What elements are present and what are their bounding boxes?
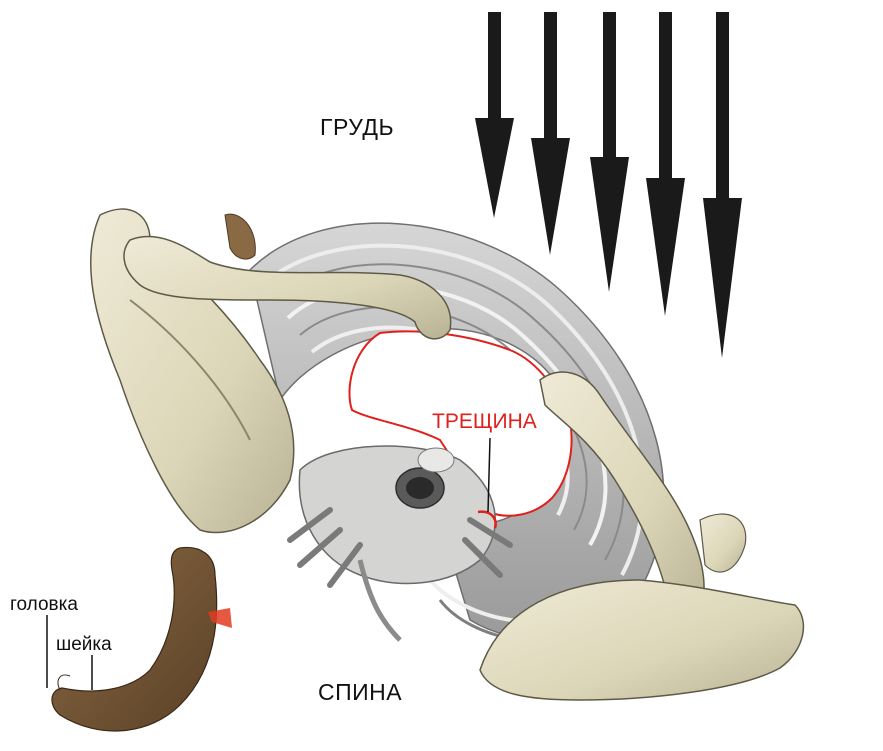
down-arrow-icon	[475, 12, 514, 218]
down-arrow-icon	[531, 12, 570, 255]
label-back: СПИНА	[318, 679, 403, 705]
down-arrow-icon	[590, 12, 629, 292]
vertebral-column	[287, 445, 513, 642]
rib-fracture-mark	[208, 608, 232, 628]
thoracic-opening	[348, 330, 573, 517]
down-arrow-icon	[646, 12, 685, 316]
down-arrow-icon	[703, 12, 742, 358]
fracture-leader-line	[487, 437, 491, 513]
right-scapula	[479, 579, 805, 701]
force-arrows	[475, 12, 742, 358]
label-rib-head: головка	[10, 594, 78, 615]
fracture-icon	[477, 510, 497, 529]
label-chest: ГРУДЬ	[320, 114, 395, 140]
rib-specimen	[51, 546, 218, 732]
label-rib-neck: шейка	[56, 634, 112, 655]
label-fracture: ТРЕЩИНА	[432, 410, 537, 433]
left-clavicle	[123, 235, 452, 340]
left-coracoid	[224, 213, 256, 260]
